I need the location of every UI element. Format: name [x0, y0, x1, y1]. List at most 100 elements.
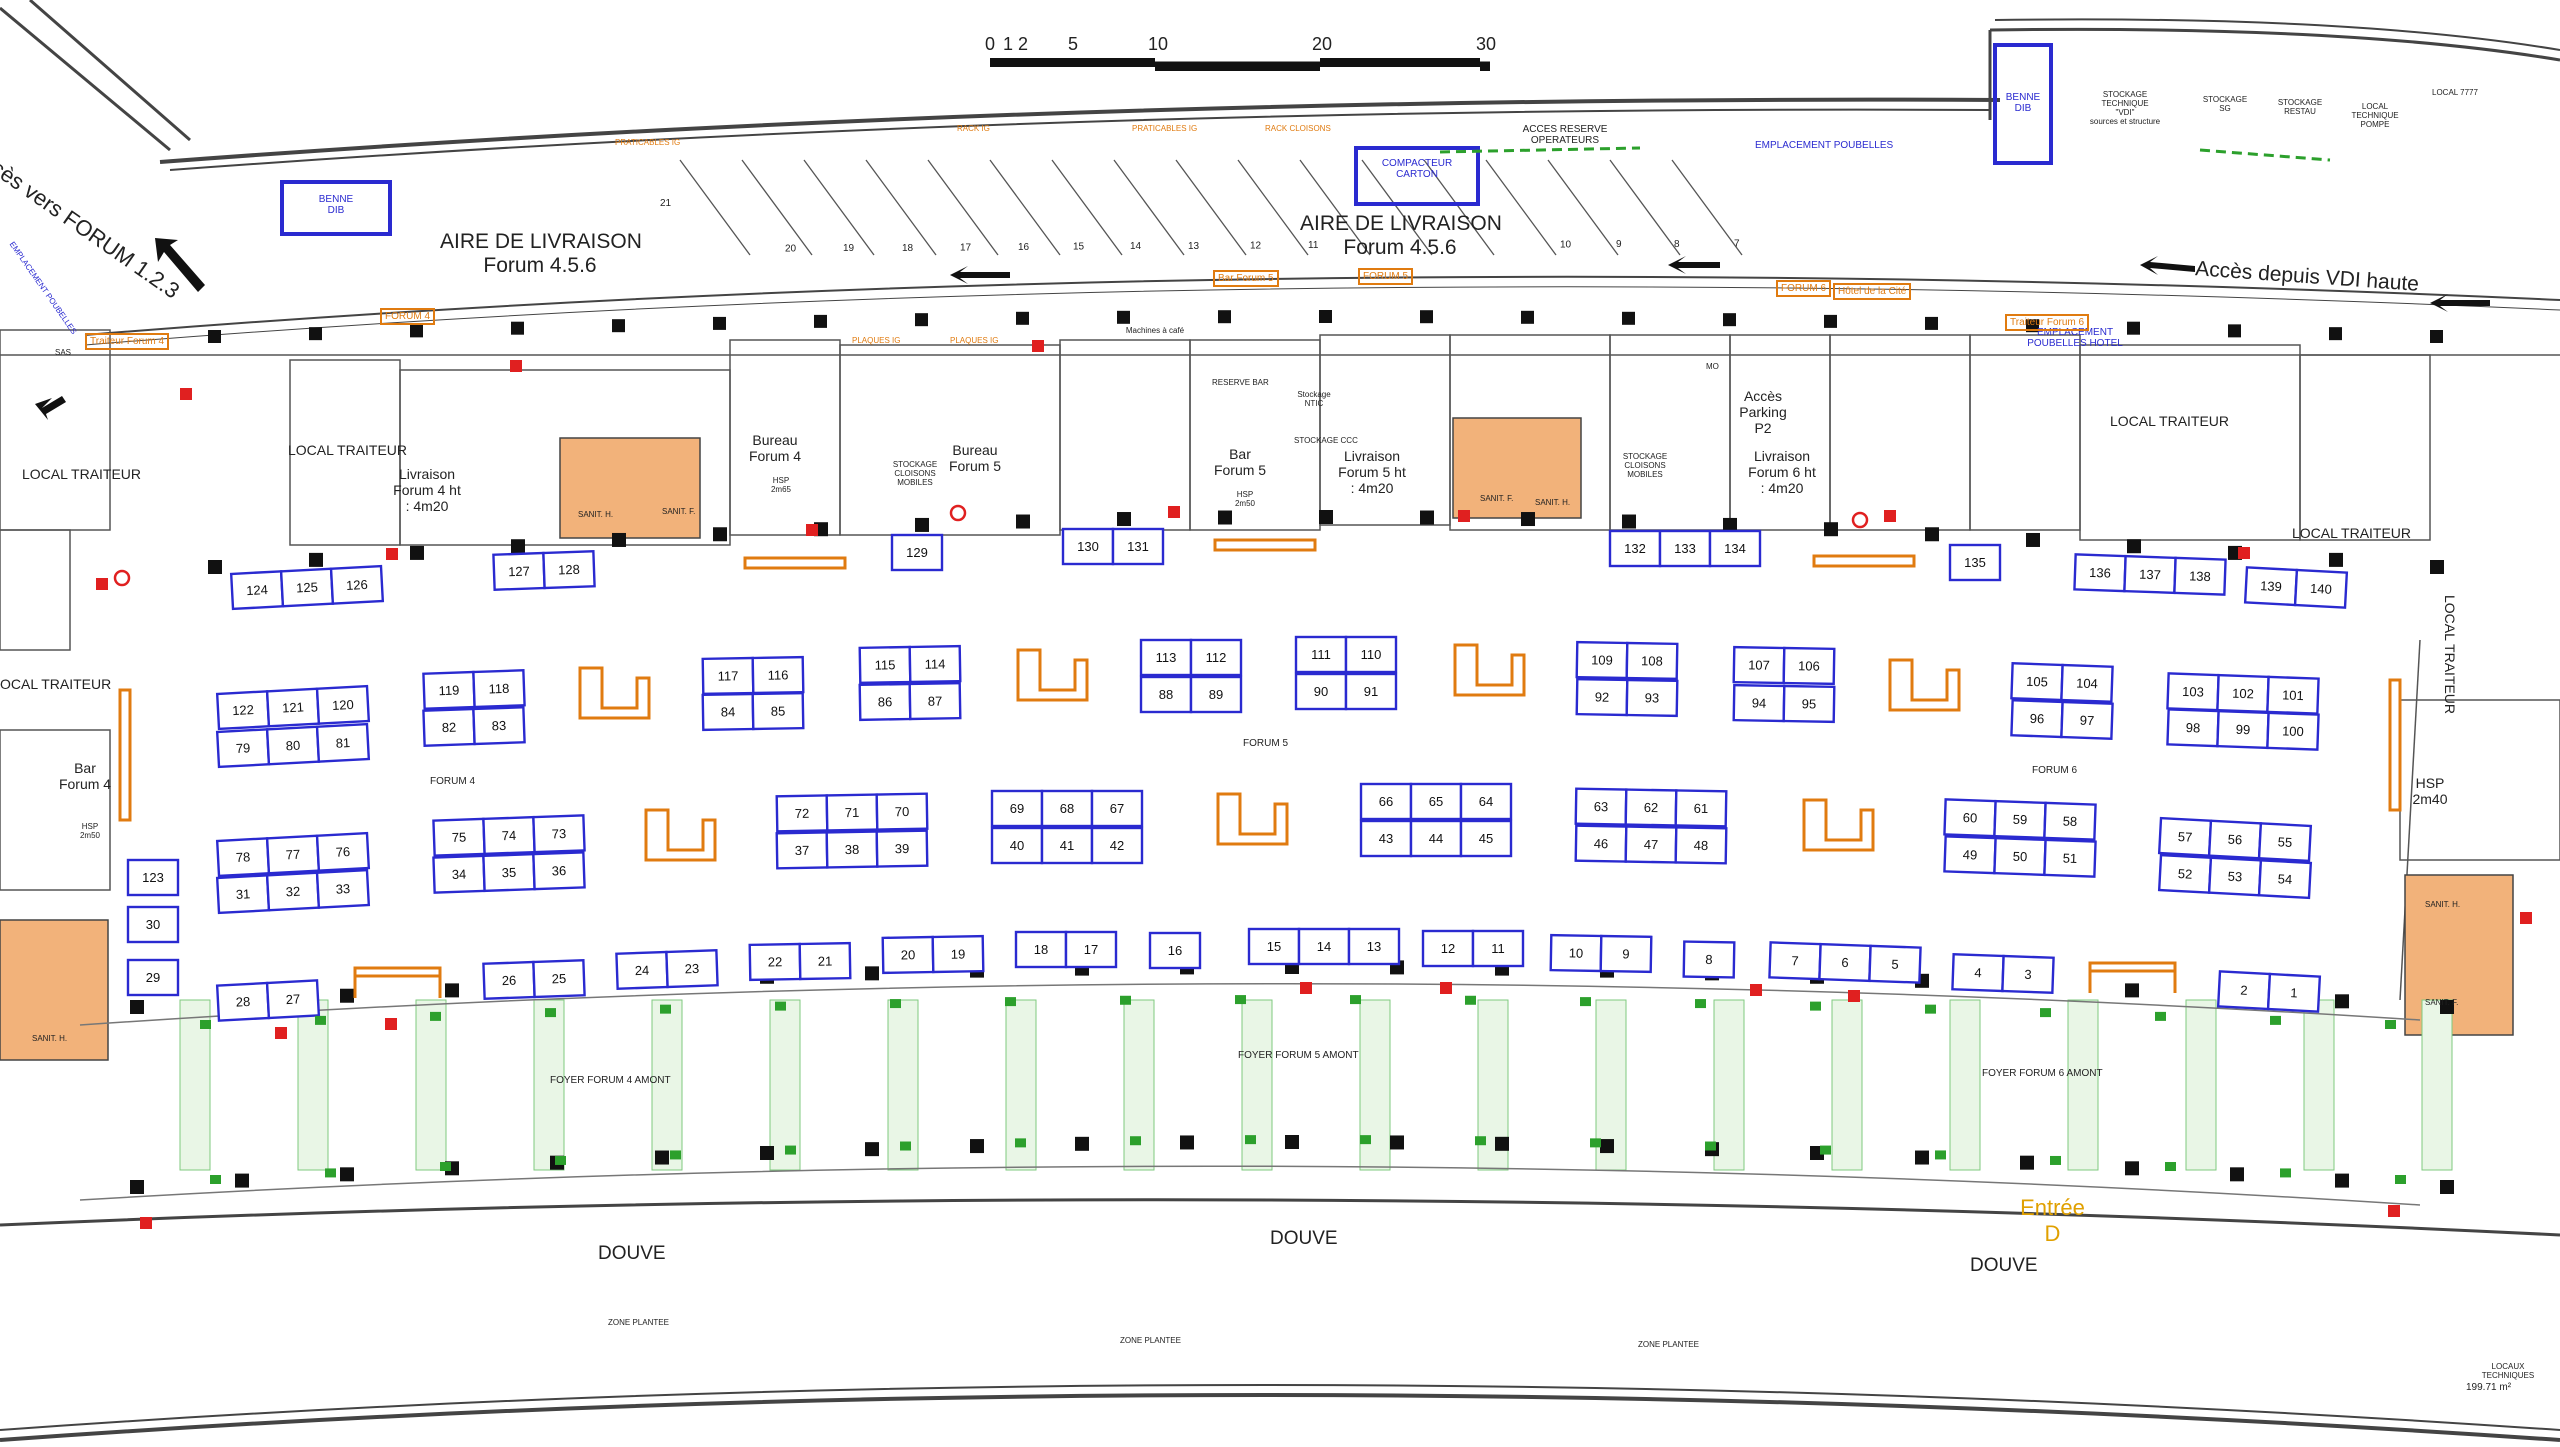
booth-48	[1674, 826, 1728, 865]
pillar-icon	[1723, 313, 1736, 327]
booth-number: 75	[452, 829, 467, 844]
booth-number: 57	[2177, 829, 2192, 845]
green-exit-icon	[1925, 1004, 1936, 1014]
booth-number: 66	[1379, 794, 1393, 809]
pillar-icon	[2430, 560, 2444, 574]
booth-number: 40	[1010, 838, 1024, 853]
booth-33	[315, 868, 371, 909]
booth-number: 78	[235, 849, 250, 865]
furniture	[1812, 554, 1916, 568]
booth-number: 128	[558, 562, 580, 578]
booth-number: 49	[1963, 847, 1978, 862]
booth-104	[2060, 663, 2114, 703]
green-exit-icon	[1820, 1145, 1831, 1155]
booth-number: 7	[1791, 953, 1799, 968]
pillar-icon	[2440, 1180, 2454, 1194]
pillar-icon	[1016, 514, 1030, 529]
booth-number: 91	[1364, 684, 1378, 699]
booth-36	[532, 851, 586, 891]
pillar-icon	[2335, 1173, 2349, 1188]
booth-number: 68	[1060, 801, 1074, 816]
pillar-icon	[1521, 512, 1535, 527]
booth-number: 130	[1077, 539, 1099, 554]
booth-number: 84	[721, 704, 736, 719]
pillar-icon	[1075, 1136, 1089, 1151]
booth-number: 86	[878, 694, 893, 709]
furniture-groups	[118, 538, 2402, 998]
pillar-icon	[1117, 310, 1130, 324]
booth-number: 81	[335, 735, 350, 751]
fire-extinguisher-icon	[96, 578, 108, 590]
bay-line	[865, 159, 937, 256]
booth-group: 123	[126, 858, 180, 897]
booth-number: 28	[235, 994, 250, 1010]
booth-number: 5	[1891, 957, 1899, 972]
pillar-icon	[1495, 1136, 1509, 1151]
green-exit-icon	[2165, 1162, 2176, 1172]
fire-extinguisher-icon	[1300, 982, 1312, 994]
pillar-icon	[1925, 316, 1938, 330]
booth-number: 46	[1594, 836, 1609, 851]
pillar-icon	[1915, 1150, 1929, 1165]
bay-line	[1113, 159, 1185, 256]
booth-number: 124	[246, 582, 268, 598]
booth-85	[751, 691, 805, 731]
booth-number: 132	[1624, 541, 1646, 556]
booth-group: 129	[890, 533, 944, 572]
green-exit-icon	[1810, 1001, 1821, 1011]
booth-81	[315, 722, 371, 763]
pillar-icon	[1600, 1139, 1614, 1154]
green-exit-icon	[2270, 1015, 2281, 1025]
pillar-icon	[1824, 522, 1838, 537]
furniture	[118, 688, 132, 822]
bay-line	[1485, 159, 1557, 256]
booth-number: 36	[551, 863, 566, 878]
furniture	[743, 556, 847, 570]
booth-number: 126	[346, 577, 368, 593]
booth-54	[2257, 859, 2313, 900]
booth-number: 117	[718, 668, 739, 683]
booth-number: 131	[1127, 539, 1149, 554]
pillar-icon	[713, 527, 727, 542]
booth-number: 87	[928, 693, 943, 708]
booth-number: 89	[1209, 687, 1223, 702]
green-exit-icon	[1005, 997, 1016, 1007]
booth-89	[1189, 675, 1243, 714]
booth-number: 101	[2282, 687, 2304, 703]
pillar-icon	[865, 1142, 879, 1157]
furniture	[1216, 792, 1289, 846]
booth-number: 21	[818, 953, 833, 968]
booth-108	[1625, 641, 1679, 681]
booth-12	[1421, 929, 1475, 968]
booth-128	[542, 550, 596, 590]
booth-number: 100	[2282, 723, 2304, 739]
pillar-icon	[1420, 510, 1434, 525]
booth-number: 138	[2189, 568, 2211, 584]
booth-number: 67	[1110, 801, 1124, 816]
booth-number: 79	[235, 740, 250, 756]
green-exit-icon	[315, 1015, 326, 1025]
no-entry-icon	[1851, 511, 1869, 529]
booth-number: 110	[1361, 647, 1382, 662]
booth-number: 13	[1367, 939, 1381, 954]
booth-number: 18	[1034, 942, 1048, 957]
booth-number: 133	[1674, 541, 1696, 556]
booth-number: 109	[1591, 652, 1613, 667]
booth-number: 94	[1752, 695, 1767, 710]
booth-number: 14	[1317, 939, 1331, 954]
booth-number: 60	[1963, 810, 1978, 825]
